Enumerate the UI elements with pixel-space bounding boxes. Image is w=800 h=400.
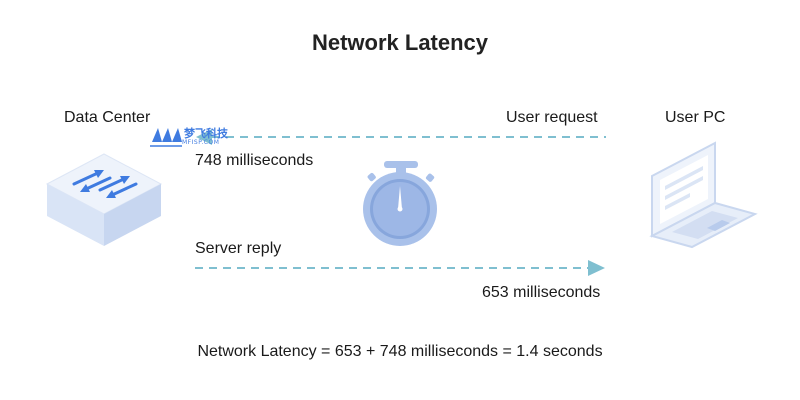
watermark-text: 梦飞科技 [184, 127, 228, 140]
user-request-label: User request [506, 109, 598, 126]
stopwatch-icon [363, 161, 437, 246]
latency-formula: Network Latency = 653 + 748 milliseconds… [197, 343, 603, 360]
server-switch-icon [45, 153, 163, 246]
page-title: Network Latency [311, 30, 489, 55]
laptop-icon [649, 141, 758, 249]
server-reply-label: Server reply [195, 240, 282, 257]
watermark-subtext: MFISP.COM [182, 139, 220, 146]
watermark-logo [150, 128, 182, 147]
server-reply-duration: 653 milliseconds [482, 284, 601, 301]
user-request-duration: 748 milliseconds [195, 152, 314, 169]
server-reply-arrow [195, 260, 605, 276]
user-pc-label: User PC [665, 109, 726, 126]
data-center-label: Data Center [64, 109, 151, 126]
user-request-arrow [196, 129, 606, 145]
